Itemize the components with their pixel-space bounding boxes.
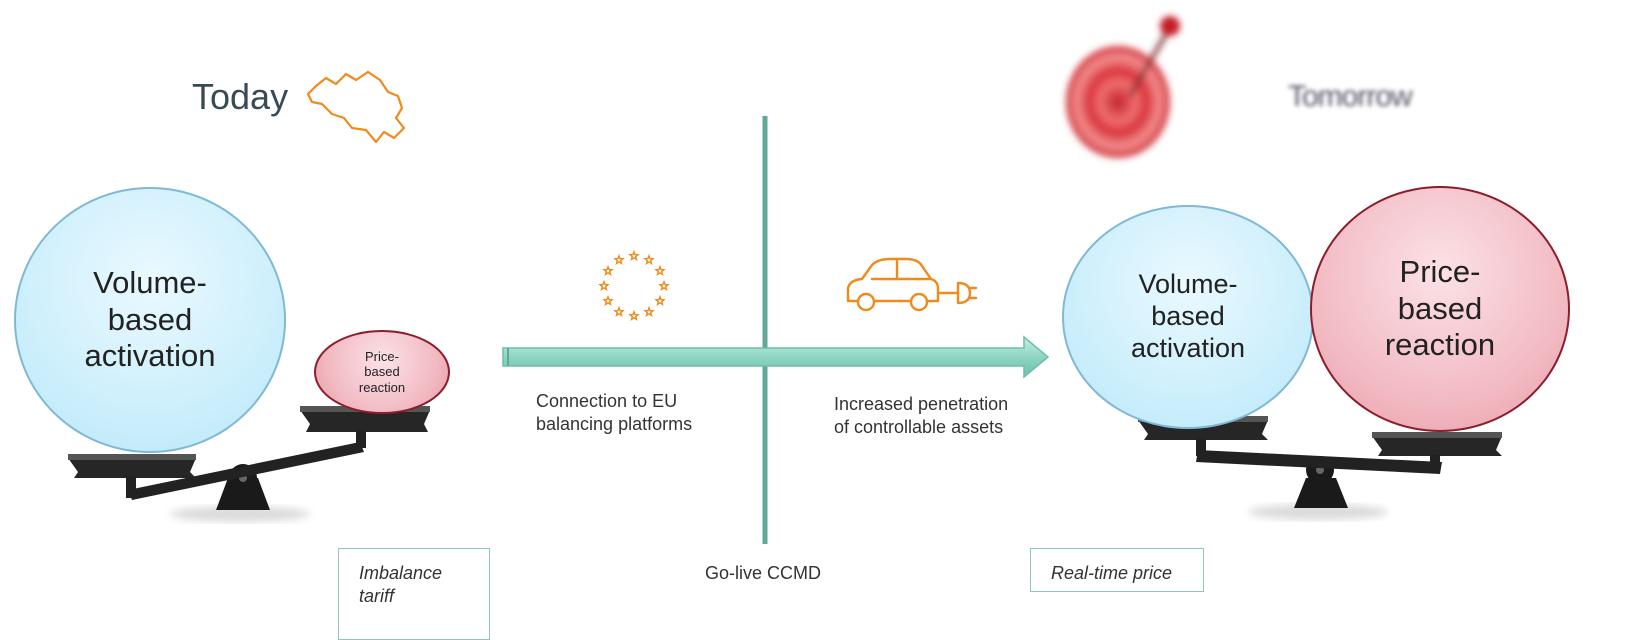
- go-live-milestone: Go-live CCMD: [705, 563, 822, 583]
- bubble-line: Volume-: [93, 265, 207, 301]
- caption-line: of controllable assets: [834, 417, 1004, 438]
- eu-star: [602, 264, 614, 276]
- eu-star: [628, 309, 640, 321]
- eu-star: [628, 249, 640, 261]
- bubble-line: based: [364, 364, 400, 380]
- bubble-line: Volume-: [1138, 269, 1238, 300]
- eu-star: [613, 305, 625, 317]
- bubble-line: based: [1151, 301, 1225, 332]
- volume-based-activation-bubble: Volume- based activation: [14, 187, 286, 453]
- eu-star: [643, 305, 655, 317]
- bubble-line: activation: [1130, 332, 1246, 363]
- bubble-line: Price-: [365, 349, 399, 364]
- caption-line: balancing platforms: [536, 414, 693, 435]
- eu-star: [658, 279, 670, 291]
- eu-star: [598, 279, 610, 291]
- today-title: Today: [192, 76, 289, 117]
- bubble-line: based: [1397, 290, 1483, 326]
- price-based-reaction-bubble: Price- based reaction: [1310, 186, 1570, 432]
- box-line: tariff: [359, 586, 395, 607]
- caption-line: Increased penetration: [834, 394, 1009, 414]
- eu-connection-caption: Connection to EU balancing platforms: [536, 390, 692, 437]
- price-based-reaction-bubble: Price- based reaction: [314, 330, 450, 414]
- transition-arrow: [502, 335, 1050, 379]
- real-time-price-box: Real-time price: [1030, 548, 1204, 592]
- bubble-line: reaction: [1384, 327, 1496, 363]
- electric-car-icon: [846, 257, 978, 312]
- bubble-line: based: [107, 301, 193, 337]
- eu-stars-icon: [598, 249, 670, 321]
- caption-line: Connection to EU: [536, 391, 678, 411]
- box-line: Imbalance: [359, 563, 443, 583]
- eu-star: [613, 253, 625, 265]
- bubble-line: Price-: [1399, 254, 1481, 290]
- tomorrow-title: Tomorrow: [1288, 80, 1413, 113]
- eu-star: [654, 294, 666, 306]
- belgium-map-icon: [306, 70, 406, 144]
- volume-based-activation-bubble: Volume- based activation: [1062, 205, 1314, 429]
- target-icon: [1066, 16, 1180, 158]
- imbalance-tariff-box: Imbalance tariff: [338, 548, 490, 640]
- eu-star: [602, 294, 614, 306]
- controllable-assets-caption: Increased penetration of controllable as…: [834, 393, 1008, 440]
- bubble-line: activation: [84, 338, 216, 374]
- bubble-line: reaction: [358, 379, 406, 395]
- eu-star: [654, 264, 666, 276]
- eu-star: [643, 253, 655, 265]
